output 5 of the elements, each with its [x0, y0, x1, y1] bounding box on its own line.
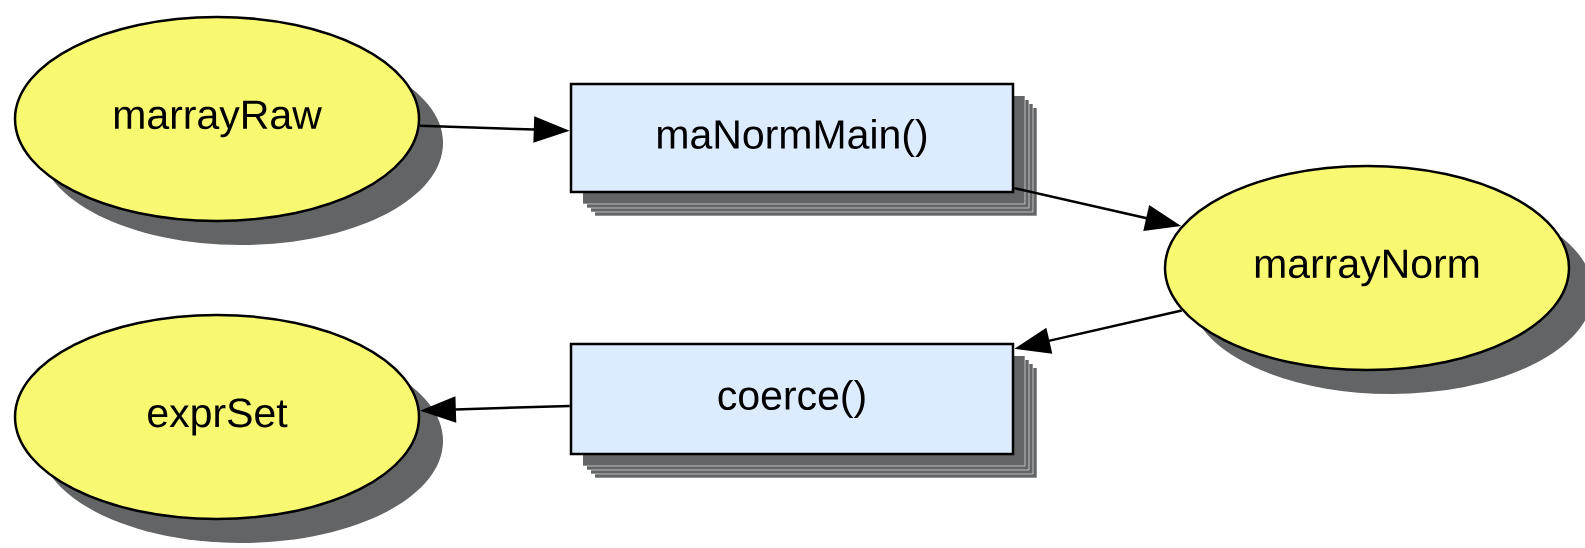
- ellipse-node: marrayRaw: [13, 15, 443, 245]
- process-box: coerce(): [569, 342, 1038, 479]
- process-box: maNormMain(): [569, 82, 1038, 217]
- ellipse-node: exprSet: [13, 313, 443, 543]
- ellipse-node: marrayNorm: [1163, 164, 1585, 394]
